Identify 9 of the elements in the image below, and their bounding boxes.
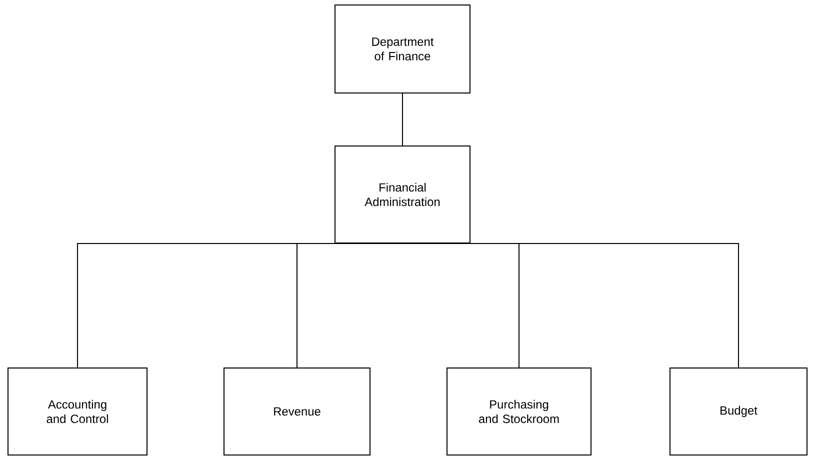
connector-line bbox=[296, 243, 403, 368]
org-box: Purchasing and Stockroom bbox=[446, 368, 592, 456]
org-box: Financial Administration bbox=[334, 146, 470, 244]
org-box: Revenue bbox=[224, 368, 370, 456]
org-box: Budget bbox=[670, 368, 808, 456]
connector-line bbox=[402, 93, 403, 146]
connector-line bbox=[402, 243, 739, 368]
org-box: Accounting and Control bbox=[8, 368, 148, 456]
org-box: Department of Finance bbox=[334, 4, 470, 94]
